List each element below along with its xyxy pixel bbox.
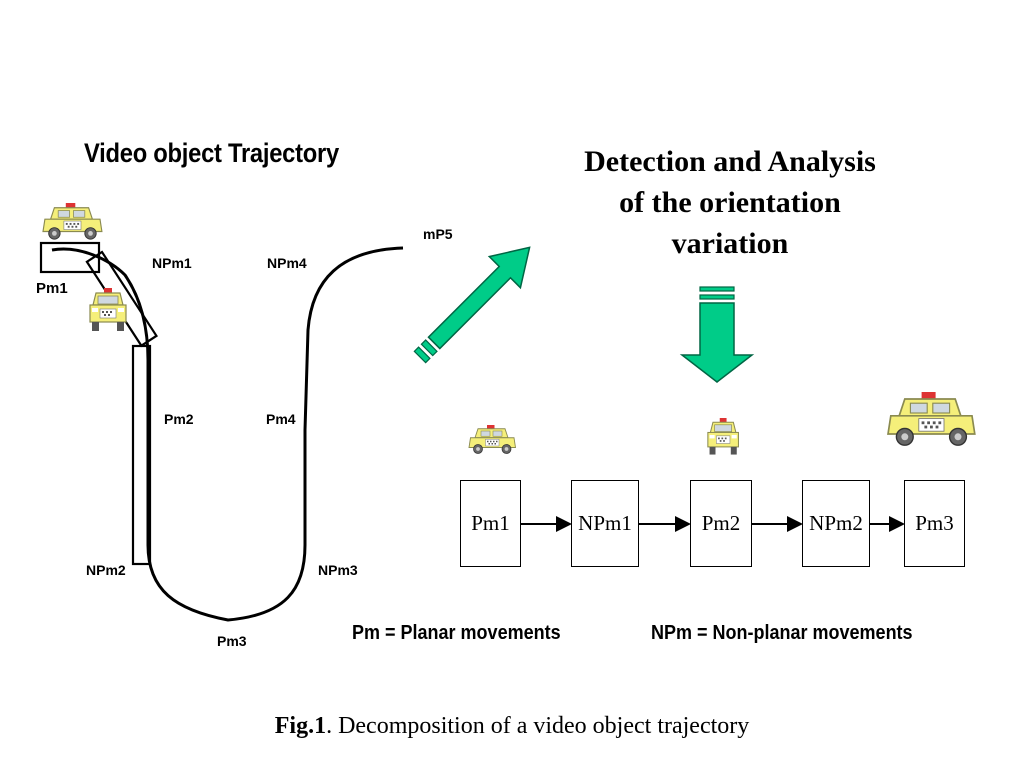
taxi-large-icon (887, 391, 976, 447)
diagonal-arrow-icon (413, 246, 531, 364)
down-arrow-icon (679, 286, 755, 383)
figure-caption: Fig.1. Decomposition of a video object t… (0, 713, 1024, 740)
legend-planar: Pm = Planar movements (352, 622, 561, 644)
trajectory-curve (51, 246, 404, 622)
sequence-box-npm1: NPm1 (571, 480, 639, 567)
sequence-box-pm2: Pm2 (690, 480, 752, 567)
legend-non-planar: NPm = Non-planar movements (651, 622, 913, 644)
label-npm3: NPm3 (318, 562, 358, 578)
sequence-box-pm3: Pm3 (904, 480, 965, 567)
figure-label: Fig.1 (274, 713, 327, 739)
label-pm1: Pm1 (36, 280, 68, 297)
sequence-box-npm2: NPm2 (802, 480, 870, 567)
label-npm4: NPm4 (267, 255, 307, 271)
label-pm3: Pm3 (217, 633, 247, 649)
taxi-small-icon (468, 424, 516, 454)
detection-title: Detection and Analysis of the orientatio… (550, 141, 910, 264)
label-pm4: Pm4 (266, 411, 296, 427)
detection-title-line2: of the orientation (619, 186, 841, 219)
detection-title-line1: Detection and Analysis (584, 145, 876, 178)
label-npm2: NPm2 (86, 562, 126, 578)
sequence-box-pm1: Pm1 (460, 480, 521, 567)
taxi-front-icon (89, 287, 127, 332)
label-npm1: NPm1 (152, 255, 192, 271)
label-pm2: Pm2 (164, 411, 194, 427)
detection-title-line3: variation (671, 227, 789, 260)
figure-caption-text: . Decomposition of a video object trajec… (326, 713, 750, 739)
segment-box-pm2 (131, 344, 152, 566)
label-mp5: mP5 (423, 226, 453, 242)
taxi-front-small-icon (707, 417, 739, 456)
taxi-icon (42, 202, 103, 240)
segment-box-pm1 (39, 241, 101, 274)
trajectory-title: Video object Trajectory (84, 138, 339, 168)
